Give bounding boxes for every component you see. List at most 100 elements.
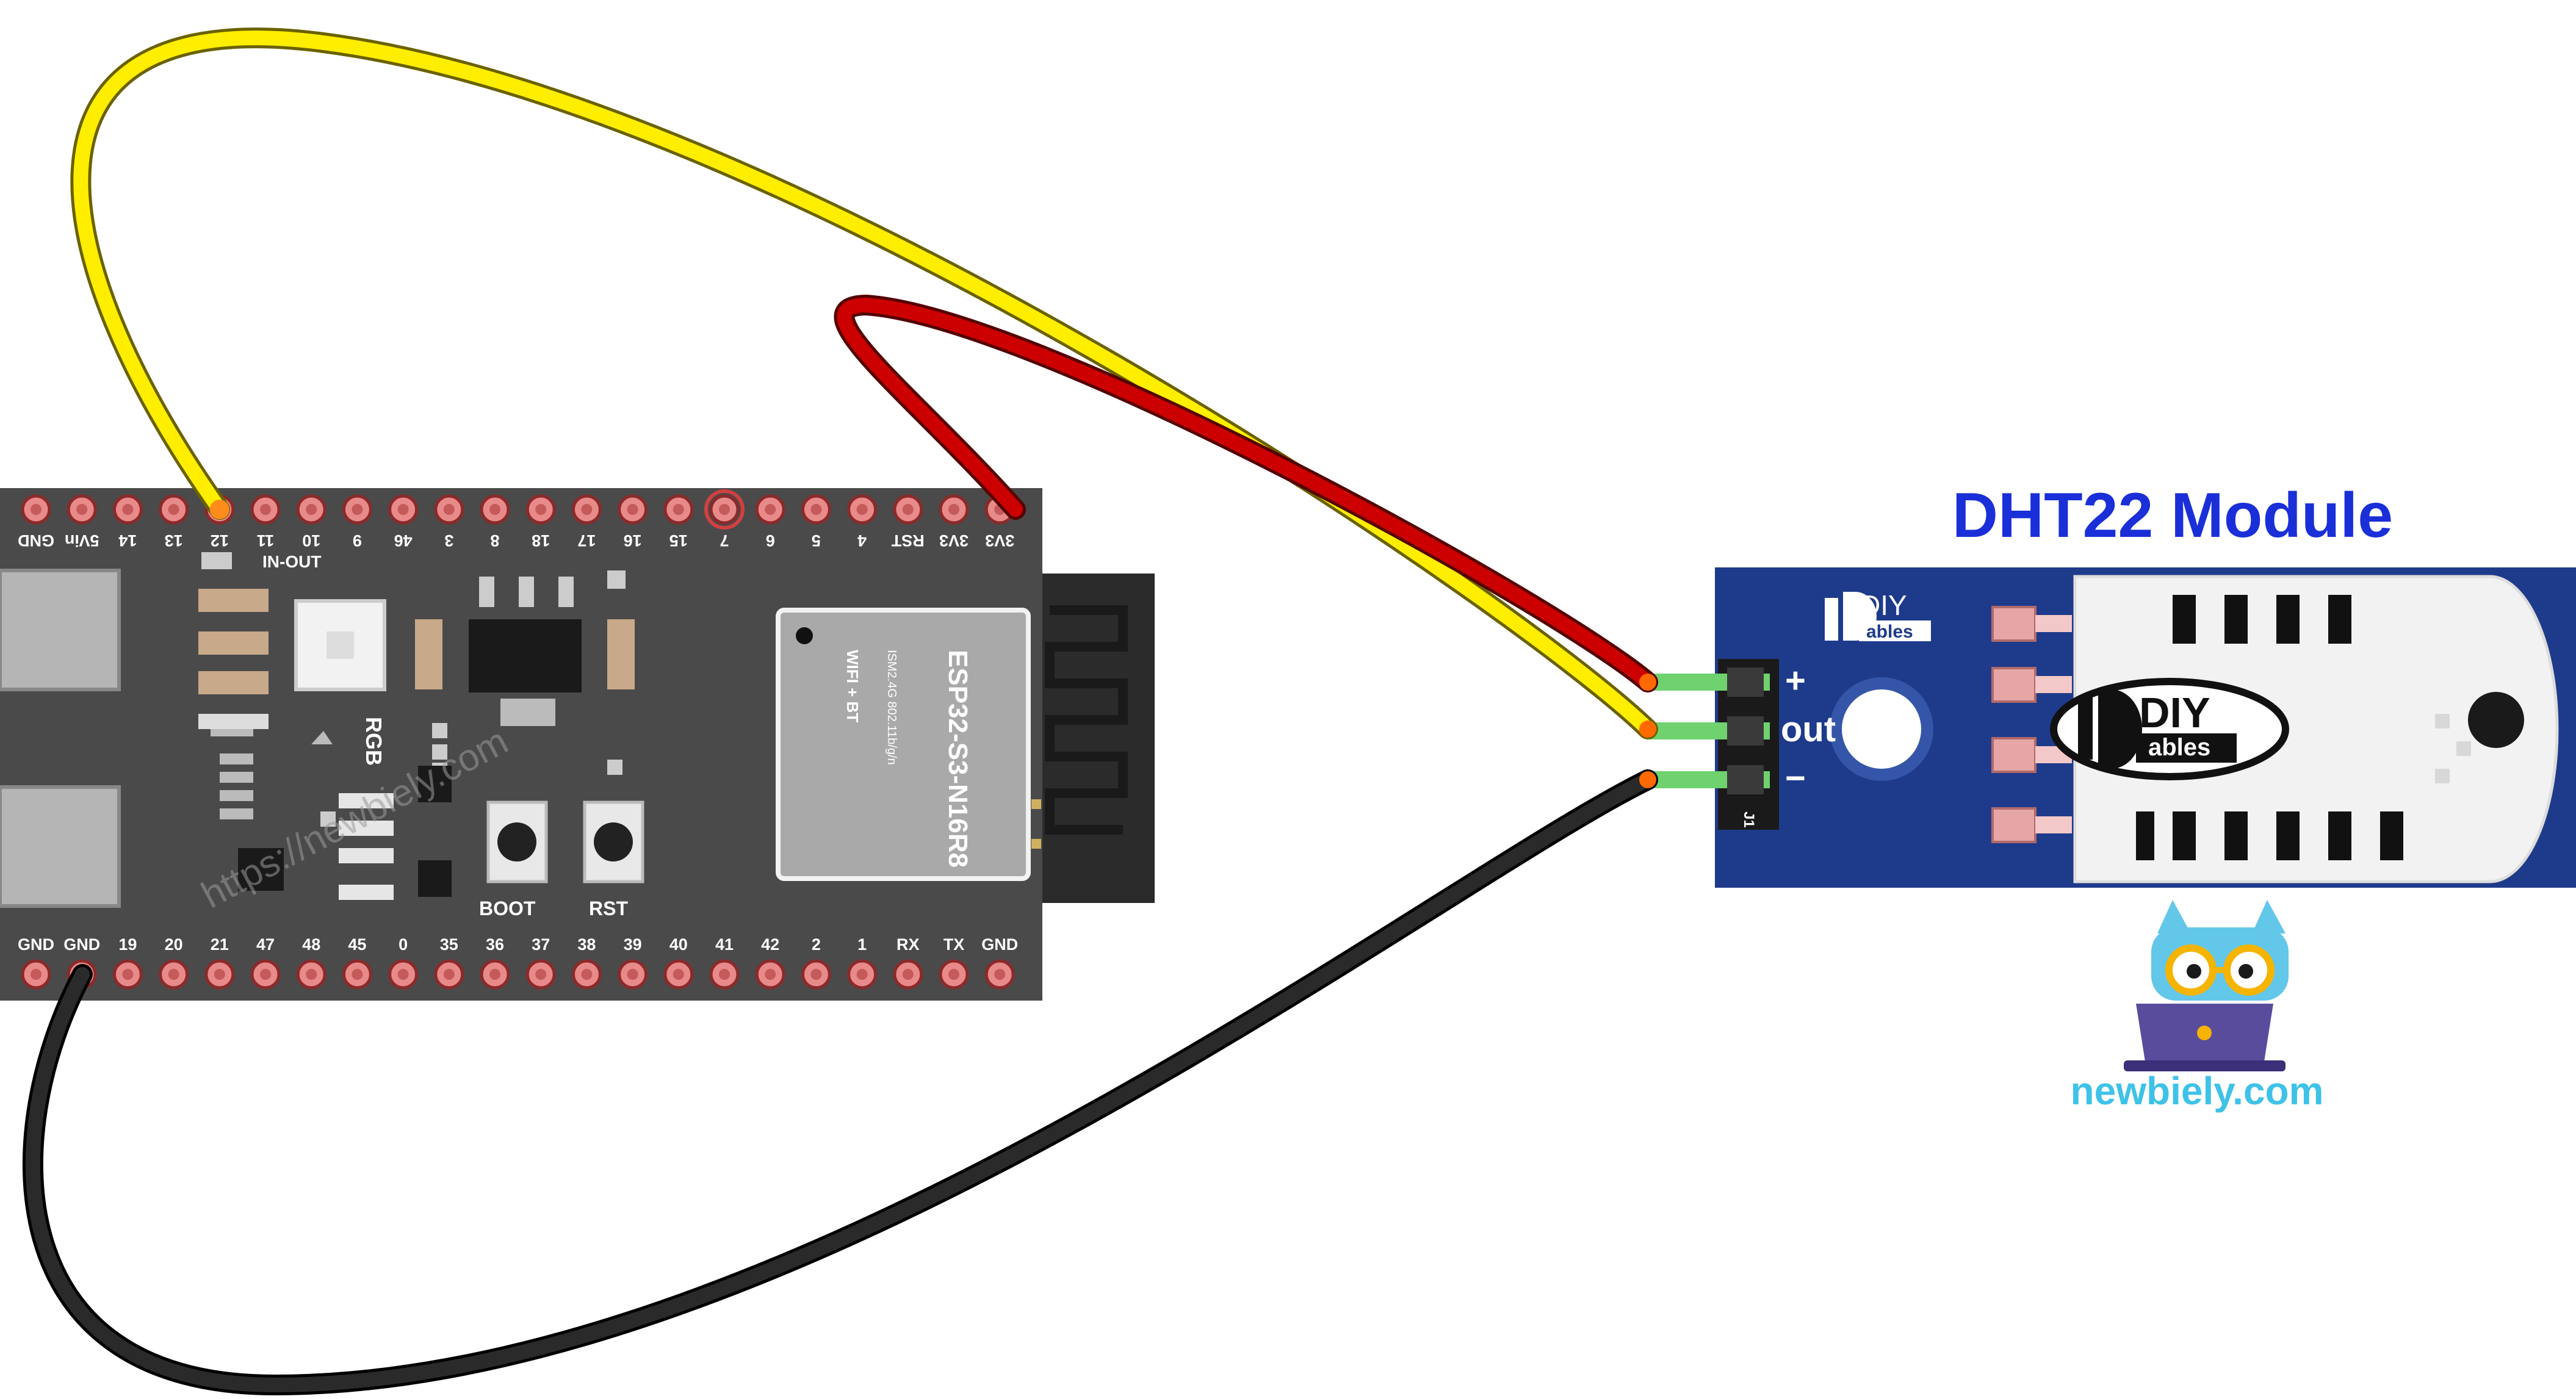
pin-label: 17 — [577, 531, 596, 550]
pin-hole — [352, 969, 363, 980]
pin-label: GND — [981, 935, 1018, 954]
pin-label: 14 — [118, 531, 137, 550]
pin-hole — [902, 504, 914, 515]
mounting-hole-inner — [1842, 689, 1921, 769]
rgb-label: RGB — [361, 717, 386, 766]
pcb-brand-top: DIY — [1860, 589, 1907, 621]
voltage-regulator — [469, 577, 582, 726]
wires — [22, 27, 1658, 1396]
pin-hole — [306, 504, 317, 515]
antenna-area — [1025, 574, 1155, 903]
pin-out-label: out — [1781, 710, 1836, 749]
inout-label: IN-OUT — [262, 552, 321, 571]
pin-label: RX — [897, 935, 920, 954]
pin-hole — [397, 504, 409, 515]
pin-label: 12 — [211, 531, 229, 550]
antenna-trace — [1045, 605, 1128, 835]
pin-hole — [397, 969, 409, 980]
boot-button — [486, 800, 548, 883]
pin-label: 5Vin — [65, 531, 99, 550]
pin-hole — [214, 969, 225, 980]
pin-label: 47 — [256, 935, 275, 954]
rgb-led-core — [327, 631, 354, 659]
chip-sub1: ISM2.4G 802.11b/g/n — [885, 650, 898, 765]
rst-button — [583, 800, 644, 883]
usb-connector-bottom — [0, 785, 121, 908]
dht22-sensor-housing: DIY ables — [2050, 575, 2559, 883]
pin-hole — [627, 504, 638, 515]
pin-label: 48 — [302, 935, 320, 954]
chip-label: ESP32-S3-N16R8 — [943, 650, 973, 868]
pin-hole — [352, 504, 363, 515]
pin-label: GND — [18, 935, 54, 954]
pin-label: 11 — [257, 531, 275, 550]
pin-plus-label: + — [1785, 661, 1806, 700]
chip-gold-tab — [1031, 799, 1041, 809]
pin-label: 15 — [669, 531, 688, 550]
sensor-leads — [1991, 606, 2072, 843]
pin-hole — [948, 969, 959, 980]
pin-label: 9 — [353, 531, 362, 550]
pin-hole — [810, 504, 822, 515]
wire-yellow — [73, 31, 1655, 736]
pin-hole — [581, 969, 593, 980]
passive-components — [198, 570, 635, 729]
small-components — [211, 723, 622, 900]
pin-label: 5 — [812, 531, 821, 550]
wire-red — [837, 297, 1655, 689]
pin-hole — [31, 504, 41, 515]
pcb-brand-logo: DIY ables — [1825, 589, 1931, 642]
rst-label: RST — [589, 897, 628, 919]
pin-hole — [765, 969, 776, 980]
housing-brand-top: DIY — [2139, 689, 2210, 736]
pin-label: 3 — [444, 531, 453, 550]
pin-label: 3V3 — [985, 531, 1014, 550]
pin-hole — [673, 504, 684, 515]
pin-label: TX — [943, 935, 965, 954]
pin-minus-label: − — [1785, 758, 1806, 798]
pin-hole — [31, 969, 41, 980]
pin-label: 6 — [766, 531, 775, 550]
pin-label: 20 — [165, 935, 183, 954]
usb-connector-top — [0, 569, 121, 691]
newbiely-logo: newbiely.com — [2071, 900, 2323, 1113]
pin-hole — [260, 969, 271, 980]
pin-hole — [810, 969, 822, 980]
pin-hole — [122, 969, 134, 980]
pin-label: GND — [63, 935, 100, 954]
pin-label: 13 — [165, 531, 183, 550]
pin-label: 40 — [669, 935, 688, 954]
pin-hole — [902, 969, 914, 980]
boot-label: BOOT — [479, 897, 536, 919]
pin-hole — [443, 504, 455, 515]
pin-hole — [994, 969, 1006, 980]
pin-label: 19 — [118, 935, 137, 954]
pin-highlight-ring — [704, 489, 745, 530]
pin-label: 41 — [715, 935, 734, 954]
pin-label: 42 — [761, 935, 779, 954]
inout-marker — [201, 552, 232, 569]
pin-label: 1 — [857, 935, 867, 954]
pin-hole — [122, 504, 134, 515]
pin-hole — [535, 504, 547, 515]
pin-hole — [443, 969, 455, 980]
pin-hole — [673, 969, 684, 980]
pin-label: 3V3 — [939, 531, 969, 550]
pin-label: 7 — [720, 531, 729, 550]
pin-label: 21 — [211, 935, 229, 954]
pin-label: RST — [891, 531, 925, 550]
header-label: J1 — [1741, 811, 1757, 828]
rgb-arrow — [311, 731, 333, 744]
pin-hole — [76, 504, 88, 515]
pin-label: 39 — [624, 935, 642, 954]
wire-end-yellow — [1639, 721, 1656, 738]
chip-sub2: WIFI + BT — [843, 650, 862, 722]
pin-hole — [168, 504, 179, 515]
pin-label: GND — [18, 531, 54, 550]
pin-label: 8 — [490, 531, 499, 550]
pin-hole — [260, 504, 271, 515]
pin-label: 18 — [532, 531, 550, 550]
